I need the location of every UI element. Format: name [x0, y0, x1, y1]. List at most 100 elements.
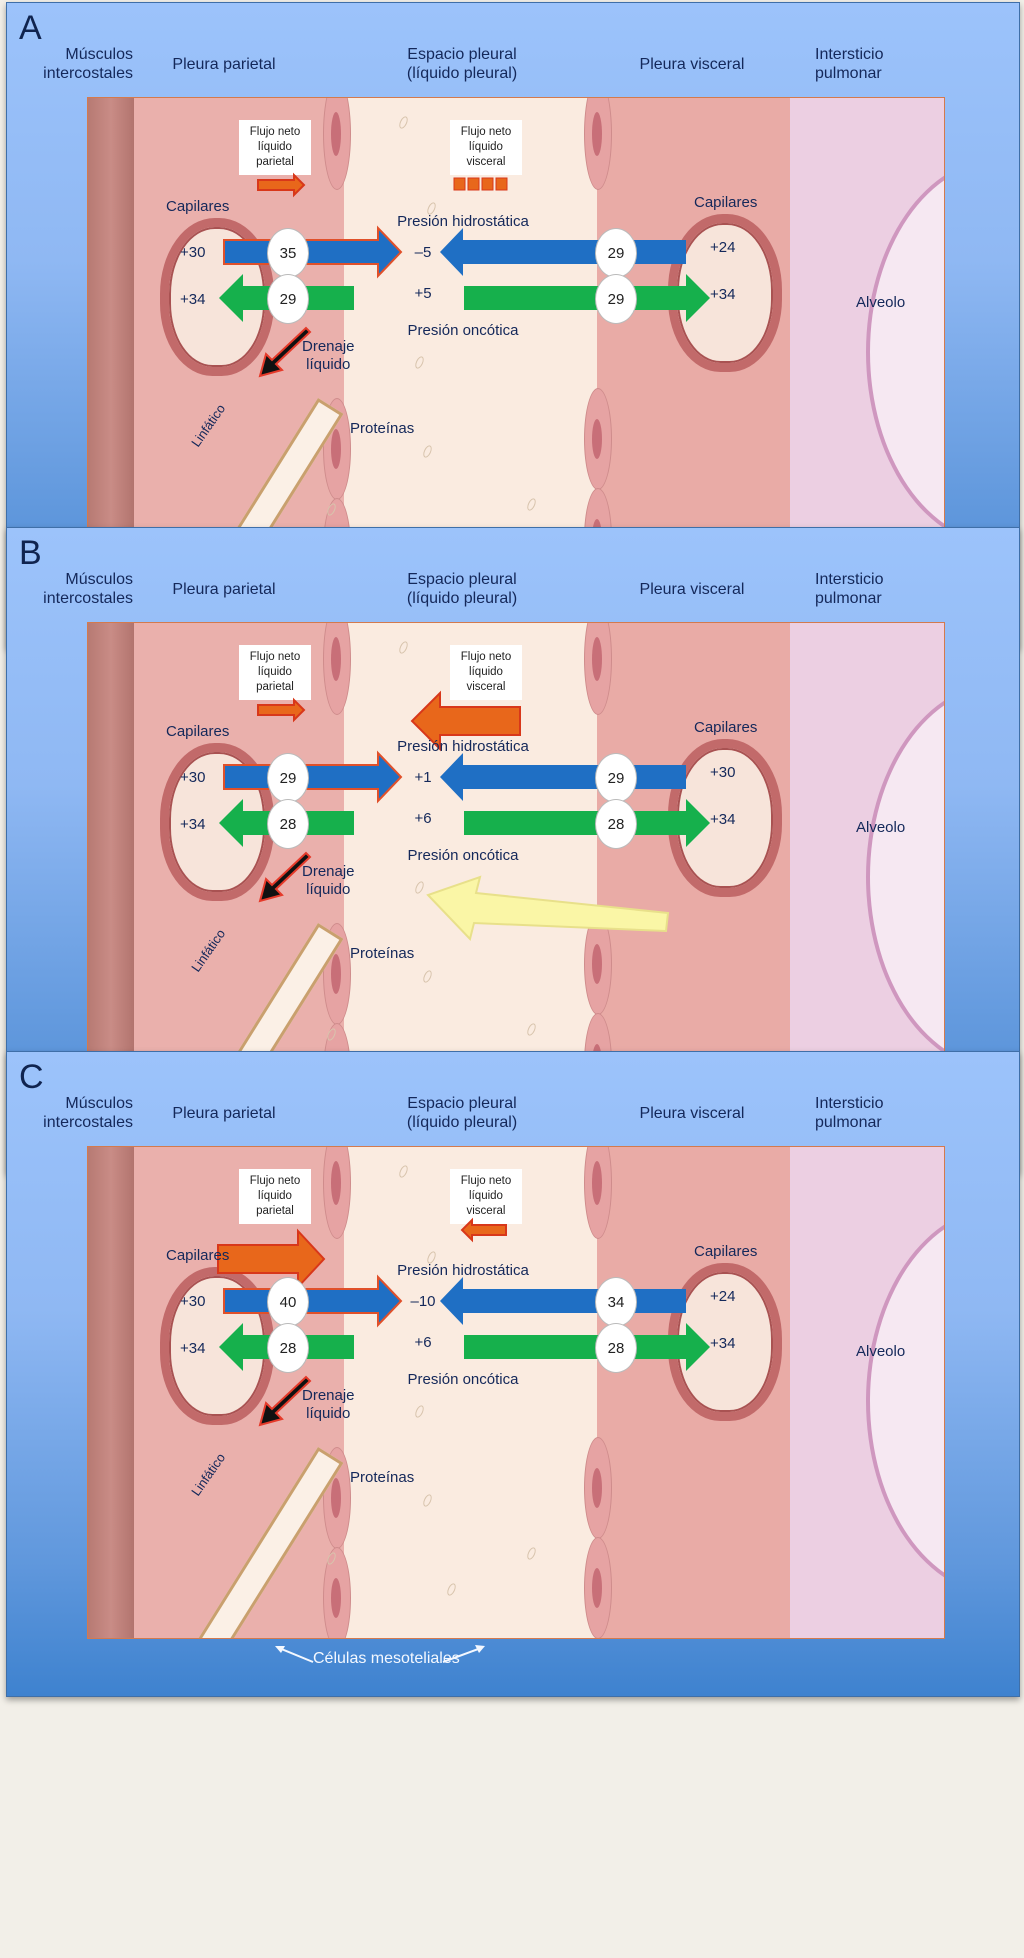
interstitial-flow-arrow [426, 875, 670, 942]
pleural-space-oncotic: +6 [414, 810, 432, 827]
flow-square-visceral [495, 177, 508, 191]
label-capillaries-visceral: Capilares [694, 1243, 758, 1260]
label-capillaries-parietal: Capilares [166, 1247, 230, 1264]
pleural-space-hydrostatic: –10 [410, 1293, 436, 1310]
label-oncotic-pressure: Presión oncótica [407, 322, 519, 339]
header-parietal-pleura: Pleura parietal [172, 56, 276, 73]
header-visceral-pleura: Pleura visceral [639, 56, 745, 73]
mesothelial-cell [323, 623, 351, 715]
parietal-capillary-oncotic: +34 [180, 1340, 206, 1357]
drain-arrow [258, 851, 312, 903]
label-capillaries-parietal: Capilares [166, 198, 230, 215]
visceral-oncotic-net: 28 [595, 799, 637, 849]
label-capillaries-visceral: Capilares [694, 719, 758, 736]
oncotic-arrow-visceral [464, 1323, 710, 1371]
mesothelial-cell [584, 623, 612, 715]
intercostal-muscle-layer [88, 98, 134, 589]
label-capillaries-visceral: Capilares [694, 194, 758, 211]
parietal-capillary-hydrostatic: +30 [180, 1293, 206, 1310]
visceral-capillary-oncotic: +34 [710, 811, 736, 828]
mesothelial-cell [584, 1147, 612, 1239]
flow-arrow-visceral-small [460, 1217, 507, 1243]
parietal-oncotic-net: 29 [267, 274, 309, 324]
parietal-capillary-oncotic: +34 [180, 816, 206, 833]
intercostal-muscle-layer [88, 1147, 134, 1638]
parietal-oncotic-net: 28 [267, 1323, 309, 1373]
visceral-oncotic-net: 29 [595, 274, 637, 324]
visceral-capillary-hydrostatic: +30 [710, 764, 736, 781]
header-parietal-pleura: Pleura parietal [172, 1105, 276, 1122]
label-hydrostatic-pressure: Presión hidrostática [397, 213, 529, 230]
header-visceral-pleura: Pleura visceral [639, 581, 745, 598]
header-parietal-pleura: Pleura parietal [172, 581, 276, 598]
net-flow-visceral-arrow [410, 690, 521, 752]
oncotic-arrow-visceral [464, 799, 710, 847]
flow-arrow-parietal-small [257, 172, 306, 198]
label-capillaries-parietal: Capilares [166, 723, 230, 740]
mesothelial-cell [584, 913, 612, 1015]
panel-letter: B [19, 534, 42, 572]
label-hydrostatic-pressure: Presión hidrostática [397, 738, 529, 755]
net-flow-parietal-arrow [257, 697, 306, 723]
net-flow-parietal-arrow [217, 1228, 326, 1290]
panel-letter: A [19, 9, 42, 47]
mesothelial-cell [323, 1147, 351, 1239]
header-pleural-space: Espacio pleural(líquido pleural) [406, 1095, 518, 1131]
visceral-capillary-hydrostatic: +24 [710, 239, 736, 256]
pleural-space-hydrostatic: –5 [414, 244, 432, 261]
visceral-oncotic-net: 28 [595, 1323, 637, 1373]
header-visceral-pleura: Pleura visceral [639, 1105, 745, 1122]
pleural-space-oncotic: +6 [414, 1334, 432, 1351]
flow-square-visceral [453, 177, 466, 191]
visceral-capillary-oncotic: +34 [710, 286, 736, 303]
label-oncotic-pressure: Presión oncótica [407, 1371, 519, 1388]
parietal-hydrostatic-net: 40 [267, 1277, 309, 1327]
mesothelial-cell [584, 1437, 612, 1539]
label-proteins: Proteínas [350, 420, 415, 437]
drain-arrow [258, 1375, 312, 1427]
pleural-space-hydrostatic: +1 [414, 769, 432, 786]
mesothelial-arrow-right [442, 1647, 482, 1663]
label-alveolus: Alveolo [856, 294, 906, 311]
mesothelial-cell [323, 1547, 351, 1638]
flow-arrow-visceral-large [410, 690, 521, 752]
parietal-capillary-hydrostatic: +30 [180, 769, 206, 786]
interstitial-edema-arrow [426, 875, 670, 942]
flow-arrow-parietal-large [217, 1228, 326, 1290]
intercostal-muscle-layer [88, 623, 134, 1114]
net-flow-visceral-arrow [453, 177, 508, 191]
label-alveolus: Alveolo [856, 819, 906, 836]
net-flow-visceral-arrow [460, 1217, 507, 1243]
parietal-capillary-hydrostatic: +30 [180, 244, 206, 261]
visceral-capillary-hydrostatic: +24 [710, 1288, 736, 1305]
mesothelial-cell [584, 1537, 612, 1638]
flow-arrow-parietal-small [257, 697, 306, 723]
mesothelial-cell [584, 98, 612, 190]
mesothelial-arrow-left [278, 1647, 314, 1663]
mesothelial-cell [323, 98, 351, 190]
parietal-capillary-oncotic: +34 [180, 291, 206, 308]
panel-letter: C [19, 1058, 44, 1096]
label-proteins: Proteínas [350, 1469, 415, 1486]
visceral-capillary-oncotic: +34 [710, 1335, 736, 1352]
flow-square-visceral [481, 177, 494, 191]
label-alveolus: Alveolo [856, 1343, 906, 1360]
net-flow-parietal-arrow [257, 172, 306, 198]
mesothelial-pointer-arrows [275, 1645, 485, 1663]
